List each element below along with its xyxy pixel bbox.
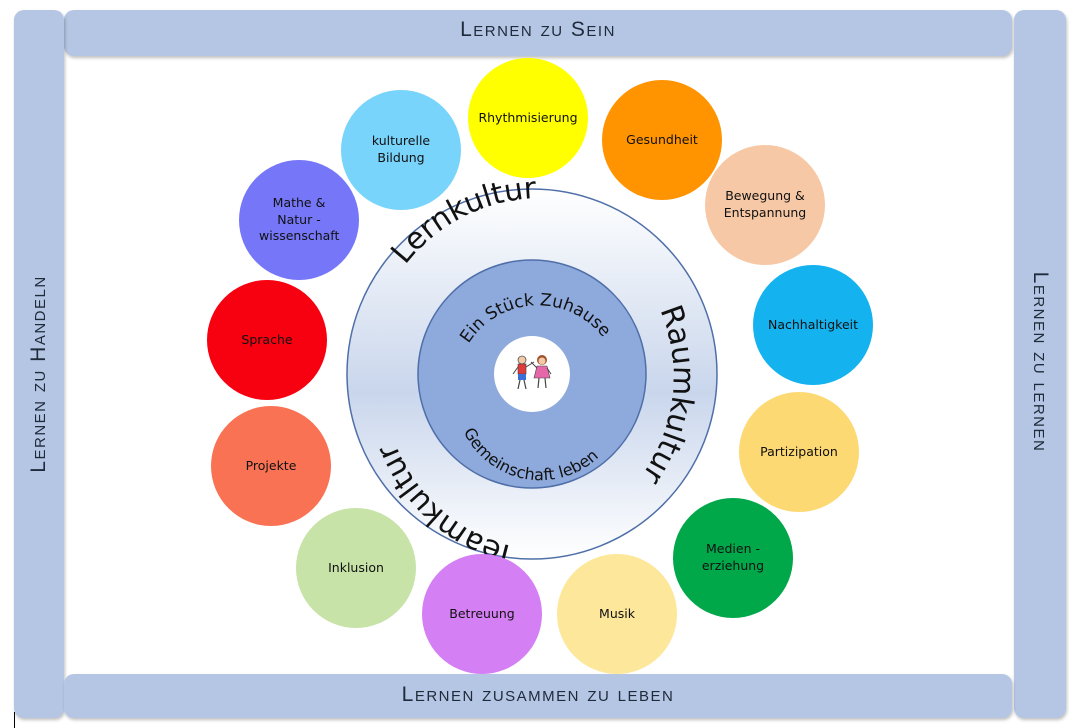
right-frame-bar: Lernen zu lernen bbox=[1014, 10, 1066, 718]
corner-mark bbox=[14, 712, 15, 728]
topic-betreuung: Betreuung bbox=[422, 554, 542, 674]
topic-label: Musik bbox=[599, 605, 635, 621]
center-disc bbox=[494, 336, 570, 412]
children-drawing-icon bbox=[512, 355, 552, 390]
label-lernen-zu-sein: Lernen zu Sein bbox=[460, 18, 616, 41]
top-frame-bar: Lernen zu Sein bbox=[64, 10, 1012, 56]
topic-label: Inklusion bbox=[328, 559, 384, 575]
topic-label: Betreuung bbox=[449, 605, 515, 621]
topic-label: Projekte bbox=[245, 457, 297, 473]
topic-gesundheit: Gesundheit bbox=[602, 80, 722, 200]
topic-mathe-naturwissenschaft: Mathe & Natur - wissenschaft bbox=[239, 160, 359, 280]
topic-bewegung-entspannung: Bewegung & Entspannung bbox=[705, 145, 825, 265]
bottom-frame-bar: Lernen zusammen zu leben bbox=[64, 674, 1012, 718]
topic-kulturelle-bildung: kulturelle Bildung bbox=[341, 90, 461, 210]
topic-label: Sprache bbox=[241, 331, 293, 347]
topic-medienerziehung: Medien - erziehung bbox=[673, 498, 793, 618]
topic-label: Bewegung & Entspannung bbox=[723, 188, 807, 220]
topic-label: Partizipation bbox=[760, 443, 838, 459]
topic-label: Nachhaltigkeit bbox=[767, 316, 859, 332]
topic-label: Rhythmisierung bbox=[478, 109, 578, 125]
topic-sprache: Sprache bbox=[207, 280, 327, 400]
label-lernen-zusammen-zu-leben: Lernen zusammen zu leben bbox=[401, 683, 675, 706]
topic-musik: Musik bbox=[557, 554, 677, 674]
topic-inklusion: Inklusion bbox=[296, 508, 416, 628]
left-frame-bar: Lernen zu Handeln bbox=[14, 10, 64, 718]
topic-rhythmisierung: Rhythmisierung bbox=[468, 58, 588, 178]
topic-label: Medien - erziehung bbox=[701, 541, 765, 573]
topic-nachhaltigkeit: Nachhaltigkeit bbox=[753, 265, 873, 385]
topic-partizipation: Partizipation bbox=[739, 392, 859, 512]
topic-label: Mathe & Natur - wissenschaft bbox=[259, 194, 340, 244]
topic-projekte: Projekte bbox=[211, 406, 331, 526]
topic-label: kulturelle Bildung bbox=[371, 133, 431, 165]
topic-label: Gesundheit bbox=[626, 131, 698, 147]
